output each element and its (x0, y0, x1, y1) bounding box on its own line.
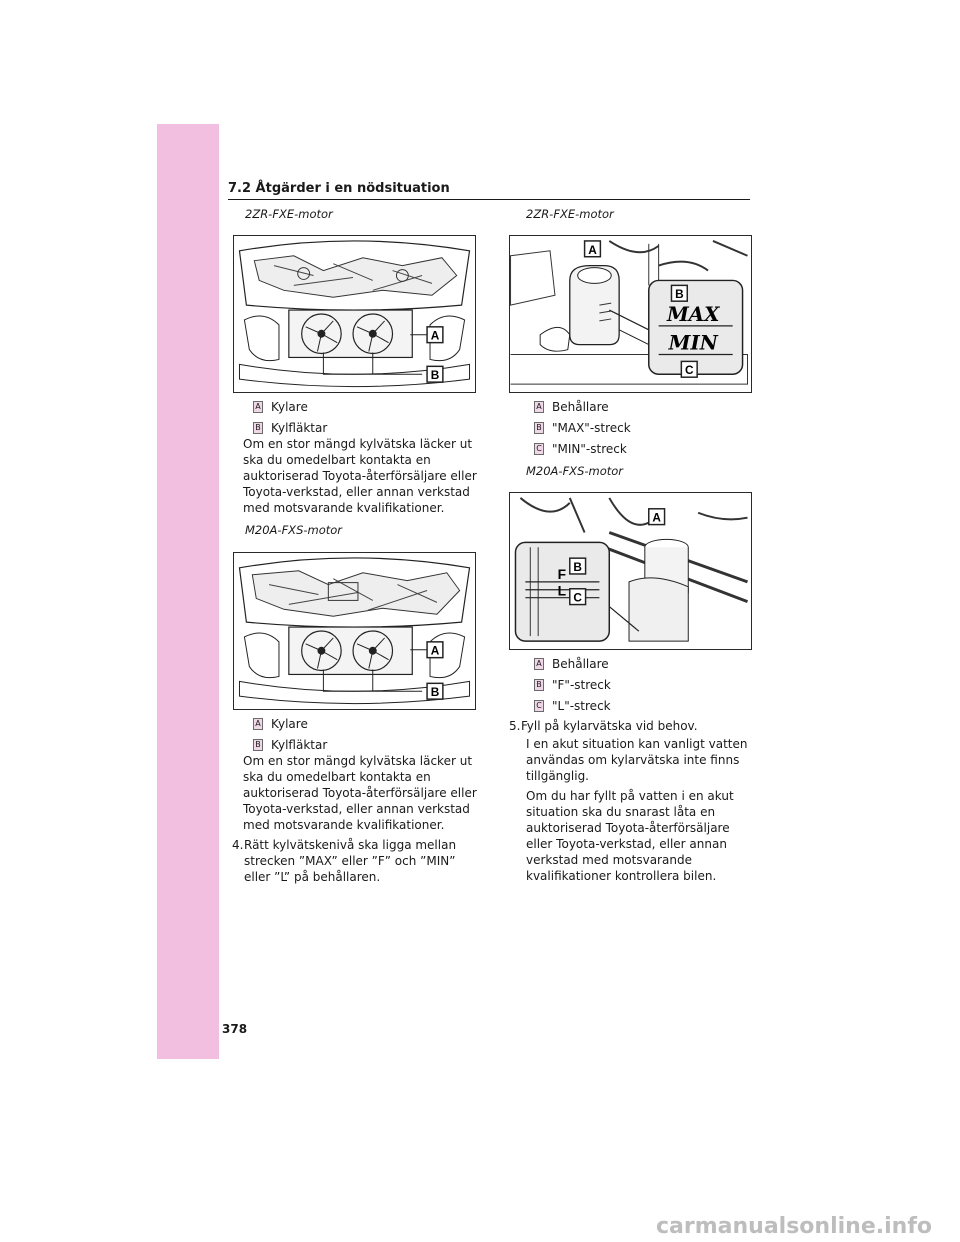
figure-caption: M20A-FXS-motor (245, 523, 343, 537)
legend-item: C "L"-streck (534, 698, 754, 714)
callout-b: B (573, 560, 582, 574)
step-number: 4. (232, 838, 244, 852)
figure-caption: M20A-FXS-motor (526, 464, 624, 478)
step-paragraph: Om du har fyllt på vatten i en akut situ… (526, 789, 734, 883)
legend-label: "MIN"-streck (552, 442, 627, 456)
instruction-step: 5. Fyll på kylarvätska vid behov. (509, 718, 754, 734)
engine-bay-illustration: A B (233, 552, 476, 710)
callout-a: A (431, 644, 440, 658)
reservoir-illustration: F L A B C (509, 492, 752, 650)
callout-a: A (652, 511, 661, 525)
legend-label: "F"-streck (552, 678, 611, 692)
reservoir-drawing: F L A B C (514, 497, 749, 642)
legend-badge: B (534, 679, 544, 691)
callout-c: C (573, 591, 582, 605)
callout-b: B (431, 685, 440, 699)
legend-item: B "F"-streck (534, 677, 754, 693)
min-mark: MIN (668, 331, 719, 355)
watermark: carmanualsonline.info (656, 1214, 932, 1239)
legend-label: Behållare (552, 657, 609, 671)
legend-item: A Kylare (253, 716, 480, 732)
legend-badge: B (534, 422, 544, 434)
legend-item: A Kylare (253, 399, 480, 415)
legend-badge: A (253, 718, 263, 730)
legend-item: B Kylfläktar (253, 420, 480, 436)
step-text: Fyll på kylarvätska vid behov. (521, 719, 698, 733)
step-paragraph: I en akut situation kan vanligt vatten a… (526, 737, 748, 783)
engine-bay-illustration: A B (233, 235, 476, 393)
legend-label: "L"-streck (552, 699, 611, 713)
legend-label: "MAX"-streck (552, 421, 631, 435)
instruction-step: 4. Rätt kylvätskenivå ska ligga mellan s… (232, 837, 480, 885)
legend-badge: C (534, 700, 544, 712)
page-number: 378 (222, 1022, 248, 1036)
legend-note: Om en stor mängd kylvätska läcker ut ska… (243, 754, 477, 832)
legend-badge: B (253, 422, 263, 434)
engine-bay-drawing: A B (238, 557, 471, 705)
legend-item: A Behållare (534, 399, 754, 415)
step-number: 5. (509, 719, 521, 733)
legend-badge: B (253, 739, 263, 751)
legend-label: Behållare (552, 400, 609, 414)
l-mark: L (558, 583, 567, 599)
figure-caption: 2ZR-FXE-motor (245, 207, 333, 221)
f-mark: F (558, 566, 566, 582)
legend-label: Kylare (271, 400, 308, 414)
figure-caption: 2ZR-FXE-motor (526, 207, 614, 221)
engine-bay-drawing: A B (238, 240, 471, 388)
section-title: 7.2 Åtgärder i en nödsituation (228, 180, 750, 200)
legend-item: C "MIN"-streck (534, 441, 754, 457)
side-color-band (157, 124, 219, 1059)
right-column: 2ZR-FXE-motor MAX MIN A B C A Behåll (509, 206, 754, 884)
left-column: 2ZR-FXE-motor A B A Kylare (228, 206, 480, 885)
legend-item: A Behållare (534, 656, 754, 672)
legend-item: B "MAX"-streck (534, 420, 754, 436)
callout-b: B (431, 368, 440, 382)
callout-a: A (588, 243, 597, 257)
reservoir-illustration: MAX MIN A B C (509, 235, 752, 393)
callout-b: B (675, 287, 684, 301)
legend-badge: C (534, 443, 544, 455)
legend-badge: A (534, 401, 544, 413)
legend-label: Kylfläktar (271, 738, 328, 752)
legend-note: Om en stor mängd kylvätska läcker ut ska… (243, 437, 477, 515)
callout-a: A (431, 329, 440, 343)
step-text: Rätt kylvätskenivå ska ligga mellan stre… (244, 838, 457, 884)
legend-label: Kylare (271, 717, 308, 731)
callout-c: C (685, 363, 694, 377)
legend-label: Kylfläktar (271, 421, 328, 435)
legend-item: B Kylfläktar (253, 737, 480, 753)
legend-badge: A (534, 658, 544, 670)
legend-badge: A (253, 401, 263, 413)
reservoir-drawing: MAX MIN A B C (510, 240, 748, 385)
max-mark: MAX (666, 302, 720, 326)
